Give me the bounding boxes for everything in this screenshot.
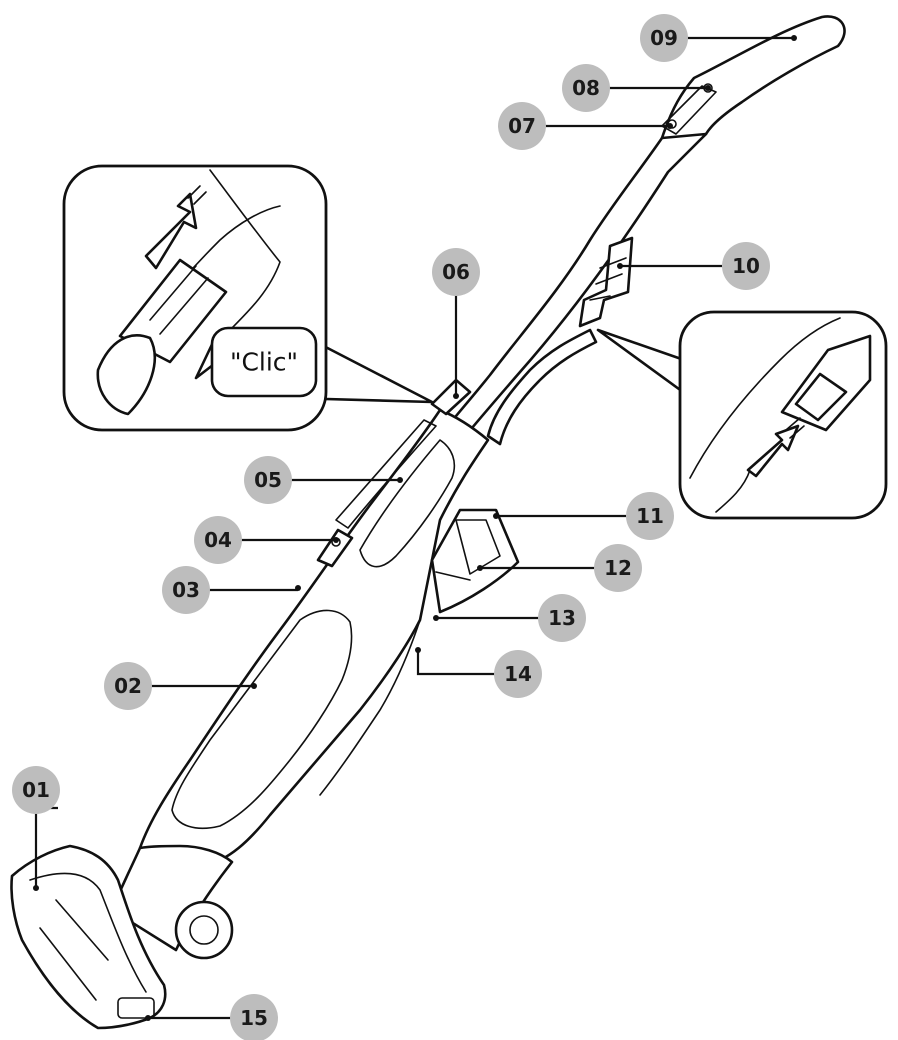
callout-13: 13 xyxy=(538,594,586,642)
handle-grip xyxy=(660,15,846,148)
back-rib xyxy=(486,328,598,446)
battery-pack xyxy=(430,508,520,614)
handle-shaft xyxy=(438,132,708,442)
svg-text:13: 13 xyxy=(548,606,576,630)
callout-06: 06 xyxy=(432,248,480,296)
leader-lines xyxy=(33,35,797,1021)
inset-attach-handle: "Clic" xyxy=(62,164,434,432)
clic-speech-bubble xyxy=(210,326,318,398)
callout-14: 14 xyxy=(494,650,542,698)
dust-container-window xyxy=(171,609,353,830)
callout-05: 05 xyxy=(244,456,292,504)
grip-slot xyxy=(359,439,456,568)
svg-text:01: 01 xyxy=(22,778,50,802)
handle-switch-plate xyxy=(661,85,717,135)
svg-text:10: 10 xyxy=(732,254,760,278)
svg-text:11: 11 xyxy=(636,504,664,528)
svg-text:03: 03 xyxy=(172,578,200,602)
svg-text:02: 02 xyxy=(114,674,142,698)
callout-08: 08 xyxy=(562,64,610,112)
callout-04: 04 xyxy=(194,516,242,564)
inset-release-clip xyxy=(596,310,888,520)
callout-badges: 01 02 03 04 05 06 07 08 09 10 11 12 13 1… xyxy=(12,14,770,1040)
svg-text:09: 09 xyxy=(650,26,678,50)
callout-15: 15 xyxy=(230,994,278,1040)
lower-body-panel xyxy=(319,619,421,796)
nozzle-wheel xyxy=(174,900,234,960)
lid-strip xyxy=(335,419,437,529)
vacuum-illustration xyxy=(10,15,846,1030)
callout-01: 01 xyxy=(12,766,60,814)
svg-text:12: 12 xyxy=(604,556,632,580)
callout-10: 10 xyxy=(722,242,770,290)
callout-11: 11 xyxy=(626,492,674,540)
callout-09: 09 xyxy=(640,14,688,62)
callout-12: 12 xyxy=(594,544,642,592)
svg-text:06: 06 xyxy=(442,260,470,284)
release-arrow-icon xyxy=(746,424,800,478)
svg-text:15: 15 xyxy=(240,1006,268,1030)
main-body xyxy=(138,408,490,870)
callout-07: 07 xyxy=(498,102,546,150)
lock-tab xyxy=(430,378,472,416)
svg-text:14: 14 xyxy=(504,662,532,686)
callout-03: 03 xyxy=(162,566,210,614)
svg-text:05: 05 xyxy=(254,468,282,492)
push-arrow-icon xyxy=(144,192,198,270)
clic-label: "Clic" xyxy=(230,348,298,377)
svg-text:07: 07 xyxy=(508,114,536,138)
svg-text:08: 08 xyxy=(572,76,600,100)
callout-02: 02 xyxy=(104,662,152,710)
svg-text:04: 04 xyxy=(204,528,232,552)
